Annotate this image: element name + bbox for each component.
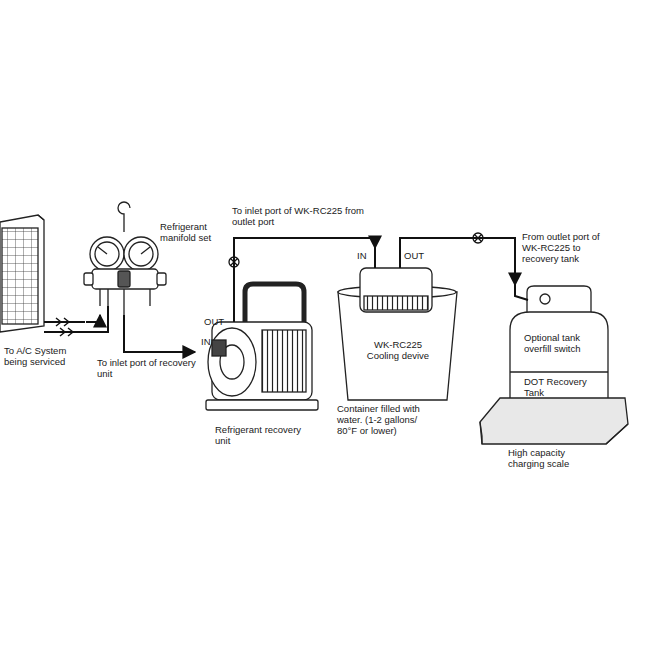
manifold-set-part bbox=[84, 273, 93, 285]
recovery-unit-part bbox=[233, 285, 235, 322]
ac-hoses-part bbox=[44, 321, 85, 323]
port-label: OUT bbox=[404, 251, 430, 262]
node-label: WK-RC225 Cooling devive bbox=[357, 340, 439, 362]
recovery-unit-part bbox=[245, 284, 304, 322]
recovery-tank-part bbox=[515, 285, 528, 300]
manifold-set: Refrigerant manifold set bbox=[90, 200, 220, 315]
manifold-set-part bbox=[100, 289, 150, 315]
hose-line bbox=[400, 238, 515, 285]
manifold-set-part bbox=[92, 269, 158, 289]
ac-unit-part bbox=[0, 215, 44, 332]
recovery-tank-part bbox=[540, 294, 550, 304]
node-label: Optional tank overfill switch bbox=[524, 333, 596, 355]
hose-line bbox=[234, 238, 375, 285]
node-label: To A/C System being serviced bbox=[4, 346, 84, 368]
cooling-device-part bbox=[338, 292, 457, 400]
charging-scale-part bbox=[480, 398, 628, 444]
cooling-device-part bbox=[364, 296, 428, 310]
ac-unit: To A/C System being serviced bbox=[0, 210, 86, 370]
recovery-unit bbox=[206, 284, 318, 410]
ac-unit-part bbox=[38, 215, 44, 220]
manifold-set-part bbox=[98, 247, 107, 254]
charging-scale bbox=[480, 398, 628, 444]
node-label: Refrigerant recovery unit bbox=[215, 425, 305, 447]
node-label: Refrigerant manifold set bbox=[160, 222, 218, 244]
node-label: High capacity charging scale bbox=[508, 448, 604, 470]
ac-hoses-part bbox=[56, 318, 73, 336]
recovery-tank-part bbox=[527, 286, 591, 312]
ac-unit bbox=[0, 215, 44, 332]
recovery-unit: OUT IN Refrigerant recovery unit bbox=[195, 285, 325, 470]
port-label: IN bbox=[357, 251, 373, 262]
recovery-unit-part bbox=[212, 340, 226, 356]
manifold-set-part bbox=[90, 237, 124, 271]
recovery-unit-part bbox=[262, 330, 306, 392]
cooling-device: IN OUT WK-RC225 Cooling devive bbox=[335, 248, 460, 400]
charging-scale-part bbox=[480, 422, 628, 444]
note-label: Container filled with water. (1-2 gallon… bbox=[337, 404, 437, 437]
manifold-set-part bbox=[118, 271, 130, 287]
recovery-unit-part bbox=[206, 400, 318, 410]
node-label: DOT Recovery Tank bbox=[524, 377, 596, 399]
recovery-tank: Optional tank overfill switchDOT Recover… bbox=[500, 285, 615, 405]
manifold-set-part bbox=[95, 242, 119, 266]
cooling-device bbox=[338, 248, 457, 400]
hose-label: To inlet port of WK-RC225 from outlet po… bbox=[232, 206, 372, 228]
port-label: OUT bbox=[204, 317, 230, 328]
ac-hoses-part bbox=[44, 306, 108, 332]
manifold-set bbox=[84, 202, 166, 315]
manifold-set-part bbox=[141, 247, 150, 254]
ac-unit-part bbox=[2, 228, 38, 324]
recovery-tank-part bbox=[510, 371, 608, 372]
manifold-set-part bbox=[118, 202, 130, 232]
cooling-device-part bbox=[375, 248, 400, 268]
manifold-set-part bbox=[157, 273, 166, 285]
hose-line bbox=[124, 315, 195, 352]
hose-label: To inlet port of recovery unit bbox=[97, 358, 197, 380]
port-label: IN bbox=[201, 337, 217, 348]
recovery-unit-part bbox=[208, 328, 256, 396]
hose-label: From outlet port of WK-RC225 to recovery… bbox=[522, 232, 617, 265]
manifold-set-part bbox=[129, 242, 153, 266]
hose-line bbox=[86, 315, 100, 322]
charging-scale: High capacity charging scale bbox=[478, 410, 628, 480]
cooling-device-part bbox=[360, 268, 432, 312]
manifold-set-part bbox=[124, 237, 158, 271]
ac-hoses bbox=[44, 306, 108, 336]
